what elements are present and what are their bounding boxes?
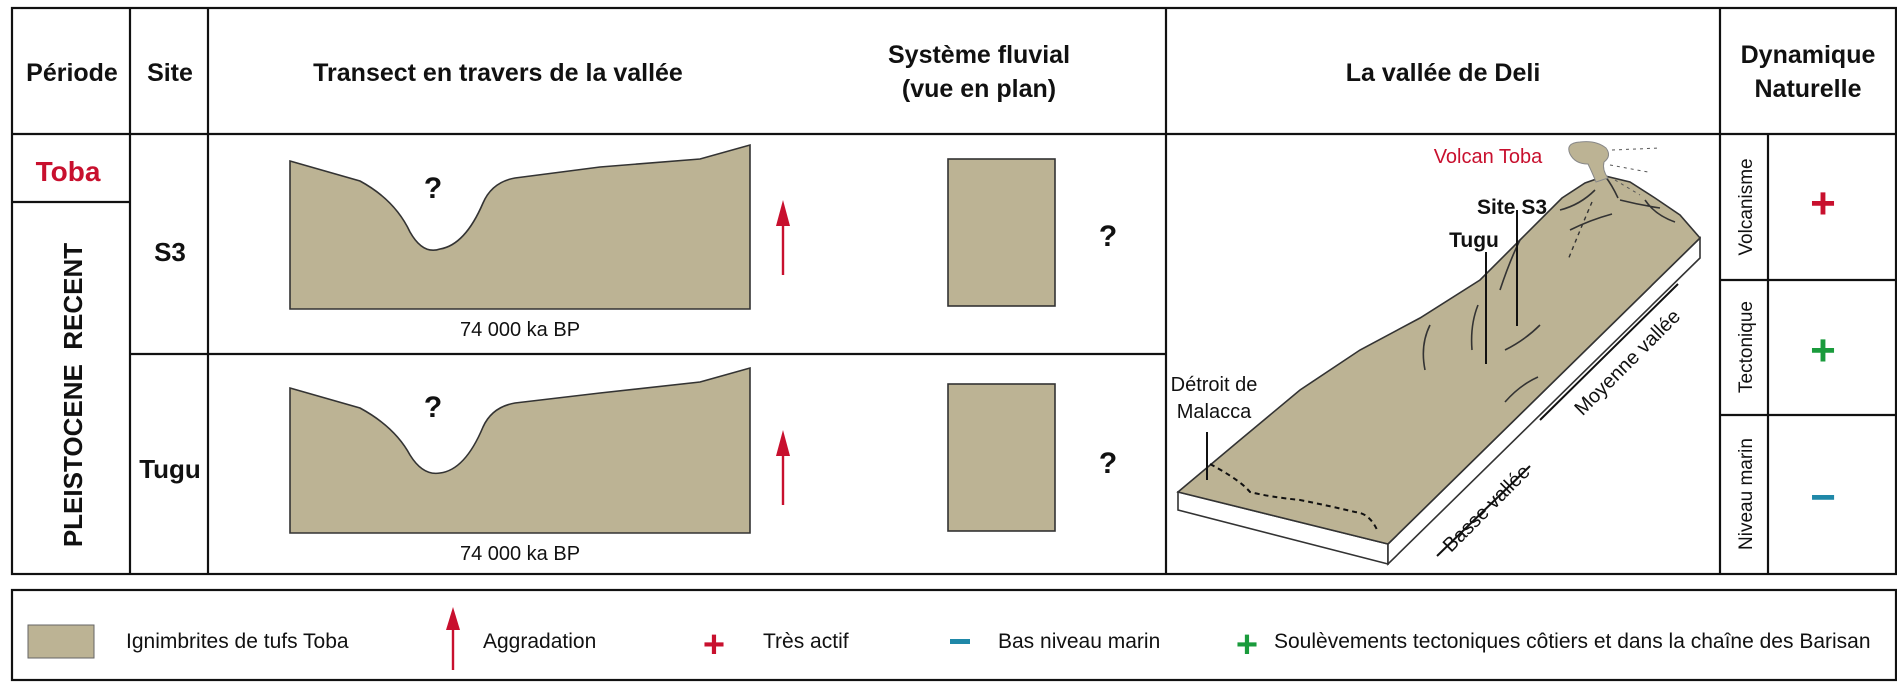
- legend-aggradation-arrow: [446, 607, 460, 670]
- transect-profile-tugu: [289, 366, 751, 534]
- legend-bas-niveau: Bas niveau marin: [998, 630, 1160, 653]
- legend-minus-teal: [950, 639, 970, 644]
- volcano-plume: [1568, 141, 1610, 183]
- map-tugu: Tugu: [1449, 229, 1499, 252]
- transect-question-tugu: ?: [424, 391, 442, 424]
- valley-block-diagram: [1176, 141, 1702, 566]
- header-fluvial-line2: (vue en plan): [902, 75, 1056, 103]
- header-vallee: La vallée de Deli: [1346, 59, 1541, 87]
- transect-question-s3: ?: [424, 172, 442, 205]
- fluvial-question-s3: ?: [1099, 220, 1117, 253]
- legend-plus-green: +: [1236, 624, 1258, 666]
- fluvial-question-tugu: ?: [1099, 447, 1117, 480]
- map-detroit-line1: Détroit de: [1171, 374, 1258, 396]
- dynamics-volcanisme-symbol: +: [1810, 179, 1836, 228]
- legend-soulevements: Soulèvements tectoniques côtiers et dans…: [1274, 630, 1871, 653]
- map-detroit-line2: Malacca: [1177, 401, 1252, 423]
- period-pleistocene: PLEISTOCENE RECENT: [58, 243, 88, 547]
- fluvial-plan-s3: [947, 158, 1056, 307]
- legend-ignimbrites: Ignimbrites de tufs Toba: [126, 630, 349, 653]
- transect-label-s3: 74 000 ka BP: [460, 319, 580, 341]
- header-site: Site: [147, 59, 193, 87]
- site-s3: S3: [154, 237, 186, 267]
- dynamics-niveau-marin-symbol: −: [1810, 473, 1836, 522]
- header-dynamique-line2: Naturelle: [1755, 75, 1862, 103]
- legend-tuff-swatch: [27, 624, 95, 659]
- map-volcan-toba: Volcan Toba: [1434, 146, 1543, 168]
- header-transect: Transect en travers de la vallée: [313, 59, 683, 87]
- map-site-s3: Site S3: [1477, 196, 1547, 219]
- dynamics-label-niveau-marin: Niveau marin: [1736, 438, 1757, 550]
- site-tugu: Tugu: [139, 454, 201, 484]
- header-periode: Période: [26, 59, 118, 87]
- dynamics-label-volcanisme: Volcanisme: [1736, 158, 1757, 255]
- legend-aggradation: Aggradation: [483, 630, 596, 653]
- period-toba: Toba: [36, 156, 101, 187]
- header-fluvial-line1: Système fluvial: [888, 41, 1070, 69]
- dynamics-label-tectonique: Tectonique: [1736, 301, 1757, 393]
- dynamics-tectonique-symbol: +: [1810, 326, 1836, 375]
- legend-frame: [10, 588, 1897, 682]
- transect-profile-s3: [289, 143, 751, 310]
- transect-label-tugu: 74 000 ka BP: [460, 543, 580, 565]
- aggradation-arrow-s3: [776, 200, 790, 275]
- aggradation-arrow-tugu: [776, 430, 790, 505]
- table-grid: [10, 6, 1897, 576]
- header-dynamique-line1: Dynamique: [1741, 41, 1876, 69]
- legend-tres-actif: Très actif: [763, 630, 849, 653]
- legend-plus-red: +: [703, 624, 725, 666]
- fluvial-plan-tugu: [947, 383, 1056, 532]
